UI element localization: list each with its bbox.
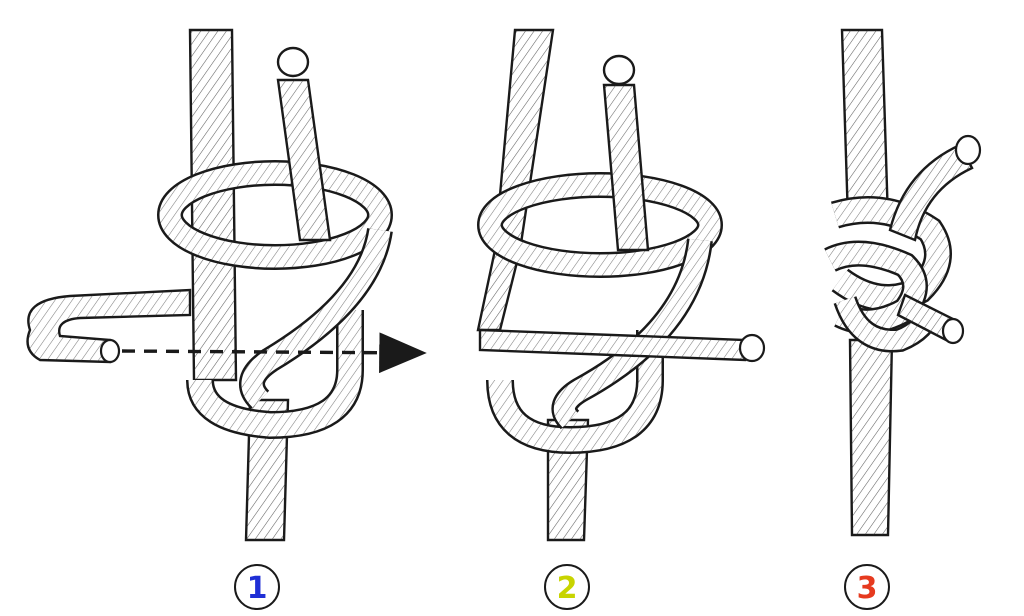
- direction-arrow: [121, 332, 427, 374]
- step-circle-2: [544, 564, 590, 610]
- working-end-left: [26, 288, 192, 364]
- working-end-up: [602, 54, 650, 252]
- step-label-1: 1: [234, 564, 280, 610]
- standing-part-rope: [840, 28, 894, 537]
- wrap-loops: [477, 172, 766, 455]
- knot-step-3-drawing: [824, 28, 982, 537]
- step-circle-3: [844, 564, 890, 610]
- working-end-up: [276, 46, 332, 242]
- wrap-loops: [157, 160, 393, 440]
- standing-part-rope: [188, 28, 290, 542]
- step-label-2: 2: [544, 564, 590, 610]
- standing-part-rope: [476, 28, 590, 542]
- step-label-3: 3: [844, 564, 890, 610]
- step-number-3: 3: [857, 571, 878, 606]
- knot-step-2-drawing: [476, 28, 766, 542]
- step-number-2: 2: [557, 571, 578, 606]
- step-number-1: 1: [247, 571, 268, 606]
- step-circle-1: [234, 564, 280, 610]
- knot-step-1-drawing: [26, 28, 427, 542]
- tightened-knot: [824, 134, 982, 353]
